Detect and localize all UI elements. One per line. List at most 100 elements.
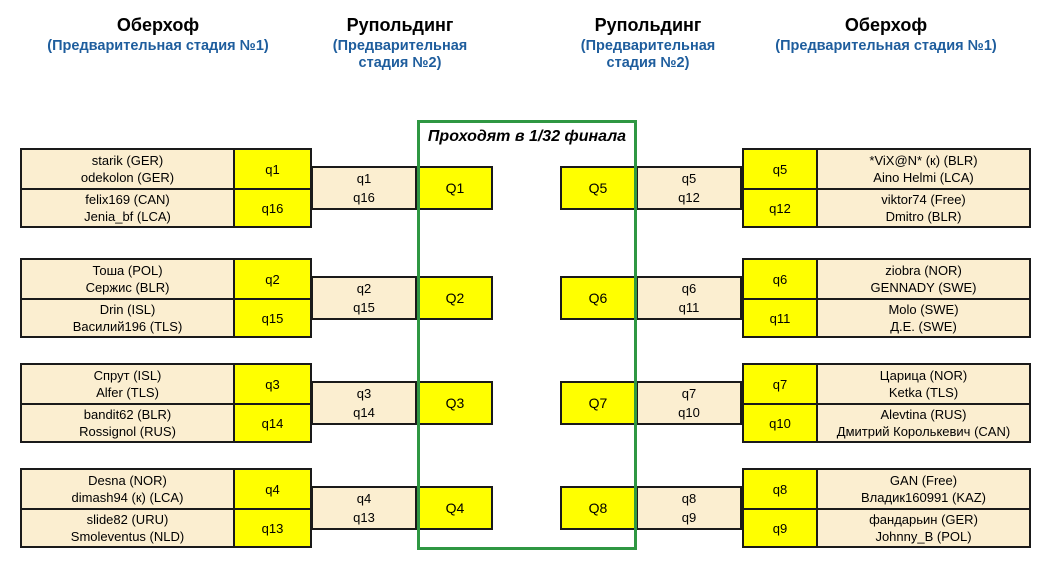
connector-label: q13 [353, 510, 375, 525]
player-name: Спрут (ISL) [93, 368, 162, 383]
connector-box: q2 q15 [311, 276, 417, 320]
player-name: *ViX@N* (к) (BLR) [869, 153, 978, 168]
match-box: Q7 [560, 381, 636, 425]
qualifier-cell: q7 [744, 365, 818, 403]
player-name: GENNADY (SWE) [870, 280, 977, 295]
player-pair-cell: Molo (SWE) Д.Е. (SWE) [818, 298, 1029, 336]
player-name: GAN (Free) [889, 473, 958, 488]
player-name: starik (GER) [91, 153, 164, 168]
connector-label: q8 [681, 491, 697, 506]
player-pair-cell: Desna (NOR) dimash94 (к) (LCA) [22, 470, 235, 508]
header-title: Оберхоф [844, 15, 928, 35]
player-name: viktor74 (Free) [881, 192, 966, 207]
qualifier-cell: q12 [744, 188, 818, 226]
qualifier-cell: q16 [235, 188, 310, 226]
qualifier-cell: q10 [744, 403, 818, 441]
player-pair-cell: viktor74 (Free) Dmitro (BLR) [818, 188, 1029, 226]
player-pair-cell: *ViX@N* (к) (BLR) Aino Helmi (LCA) [818, 150, 1029, 188]
column-header-2: Рупольдинг (Предварительная стадия №2) [320, 14, 480, 72]
connector-box: q3 q14 [311, 381, 417, 425]
connector-label: q15 [353, 300, 375, 315]
player-pair-cell: ziobra (NOR) GENNADY (SWE) [818, 260, 1029, 298]
header-title: Рупольдинг [346, 15, 454, 35]
bracket-group-left-4: Desna (NOR) dimash94 (к) (LCA) q4 slide8… [20, 468, 312, 548]
player-name: Johnny_B (POL) [875, 529, 972, 544]
bracket-group-left-3: Спрут (ISL) Alfer (TLS) q3 bandit62 (BLR… [20, 363, 312, 443]
connector-label: q3 [356, 386, 372, 401]
player-name: ziobra (NOR) [885, 263, 962, 278]
connector-label: q12 [678, 190, 700, 205]
connector-label: q7 [681, 386, 697, 401]
header-subtitle: (Предварительная стадия №1) [47, 38, 269, 54]
player-name: Drin (ISL) [99, 302, 156, 317]
qualifier-cell: q4 [235, 470, 310, 508]
bracket-group-left-2: Тоша (POL) Сержис (BLR) q2 Drin (ISL) Ва… [20, 258, 312, 338]
match-box: Q5 [560, 166, 636, 210]
player-pair-cell: starik (GER) odekolon (GER) [22, 150, 235, 188]
header-subtitle: (Предварительная стадия №1) [775, 38, 997, 54]
qualifier-cell: q3 [235, 365, 310, 403]
qualifier-cell: q6 [744, 260, 818, 298]
bracket-group-right-3: q7 Царица (NOR) Ketka (TLS) q10 Alevtina… [742, 363, 1031, 443]
player-name: Aino Helmi (LCA) [873, 170, 974, 185]
player-pair-cell: Drin (ISL) Василий196 (TLS) [22, 298, 235, 336]
player-pair-cell: GAN (Free) Владик160991 (KAZ) [818, 470, 1029, 508]
player-pair-cell: felix169 (CAN) Jenia_bf (LCA) [22, 188, 235, 226]
player-name: Василий196 (TLS) [72, 319, 183, 334]
match-box: Q3 [417, 381, 493, 425]
connector-label: q1 [356, 171, 372, 186]
connector-box: q5 q12 [636, 166, 742, 210]
player-pair-cell: slide82 (URU) Smoleventus (NLD) [22, 508, 235, 546]
header-subtitle: (Предварительная стадия №2) [332, 38, 468, 71]
match-box: Q6 [560, 276, 636, 320]
connector-label: q4 [356, 491, 372, 506]
player-name: Jenia_bf (LCA) [84, 209, 171, 224]
connector-label: q10 [678, 405, 700, 420]
player-name: Smoleventus (NLD) [70, 529, 185, 544]
connector-label: q11 [678, 300, 700, 315]
player-name: фандарьин (GER) [869, 512, 978, 527]
bracket-group-right-2: q6 ziobra (NOR) GENNADY (SWE) q11 Molo (… [742, 258, 1031, 338]
player-name: Dmitro (BLR) [885, 209, 962, 224]
player-name: felix169 (CAN) [85, 192, 170, 207]
bracket-group-right-1: q5 *ViX@N* (к) (BLR) Aino Helmi (LCA) q1… [742, 148, 1031, 228]
connector-label: q9 [681, 510, 697, 525]
connector-box: q8 q9 [636, 486, 742, 530]
player-name: Molo (SWE) [888, 302, 959, 317]
connector-box: q7 q10 [636, 381, 742, 425]
match-box: Q4 [417, 486, 493, 530]
player-name: Владик160991 (KAZ) [861, 490, 986, 505]
bracket-group-left-1: starik (GER) odekolon (GER) q1 felix169 … [20, 148, 312, 228]
qualifier-cell: q15 [235, 298, 310, 336]
connector-box: q1 q16 [311, 166, 417, 210]
player-name: odekolon (GER) [80, 170, 175, 185]
player-name: slide82 (URU) [86, 512, 169, 527]
bracket-group-right-4: q8 GAN (Free) Владик160991 (KAZ) q9 фанд… [742, 468, 1031, 548]
header-title: Оберхоф [116, 15, 200, 35]
player-name: bandit62 (BLR) [83, 407, 172, 422]
player-pair-cell: Alevtina (RUS) Дмитрий Королькевич (CAN) [818, 403, 1029, 441]
connector-label: q2 [356, 281, 372, 296]
player-name: Д.Е. (SWE) [890, 319, 957, 334]
player-name: Дмитрий Королькевич (CAN) [836, 424, 1011, 439]
connector-label: q16 [353, 190, 375, 205]
header-subtitle: (Предварительная стадия №2) [580, 38, 716, 71]
column-header-1: Оберхоф (Предварительная стадия №1) [18, 14, 298, 55]
player-name: Alfer (TLS) [96, 385, 159, 400]
column-header-4: Оберхоф (Предварительная стадия №1) [746, 14, 1026, 55]
connector-label: q14 [353, 405, 375, 420]
player-pair-cell: Тоша (POL) Сержис (BLR) [22, 260, 235, 298]
qualifier-cell: q11 [744, 298, 818, 336]
header-title: Рупольдинг [594, 15, 702, 35]
qualifier-cell: q8 [744, 470, 818, 508]
player-pair-cell: Спрут (ISL) Alfer (TLS) [22, 365, 235, 403]
qualifier-cell: q13 [235, 508, 310, 546]
qualifier-cell: q9 [744, 508, 818, 546]
advance-title: Проходят в 1/32 финала [427, 128, 627, 145]
player-name: Ketka (TLS) [888, 385, 959, 400]
player-pair-cell: bandit62 (BLR) Rossignol (RUS) [22, 403, 235, 441]
player-name: Desna (NOR) [88, 473, 167, 488]
qualifier-cell: q5 [744, 150, 818, 188]
connector-label: q5 [681, 171, 697, 186]
